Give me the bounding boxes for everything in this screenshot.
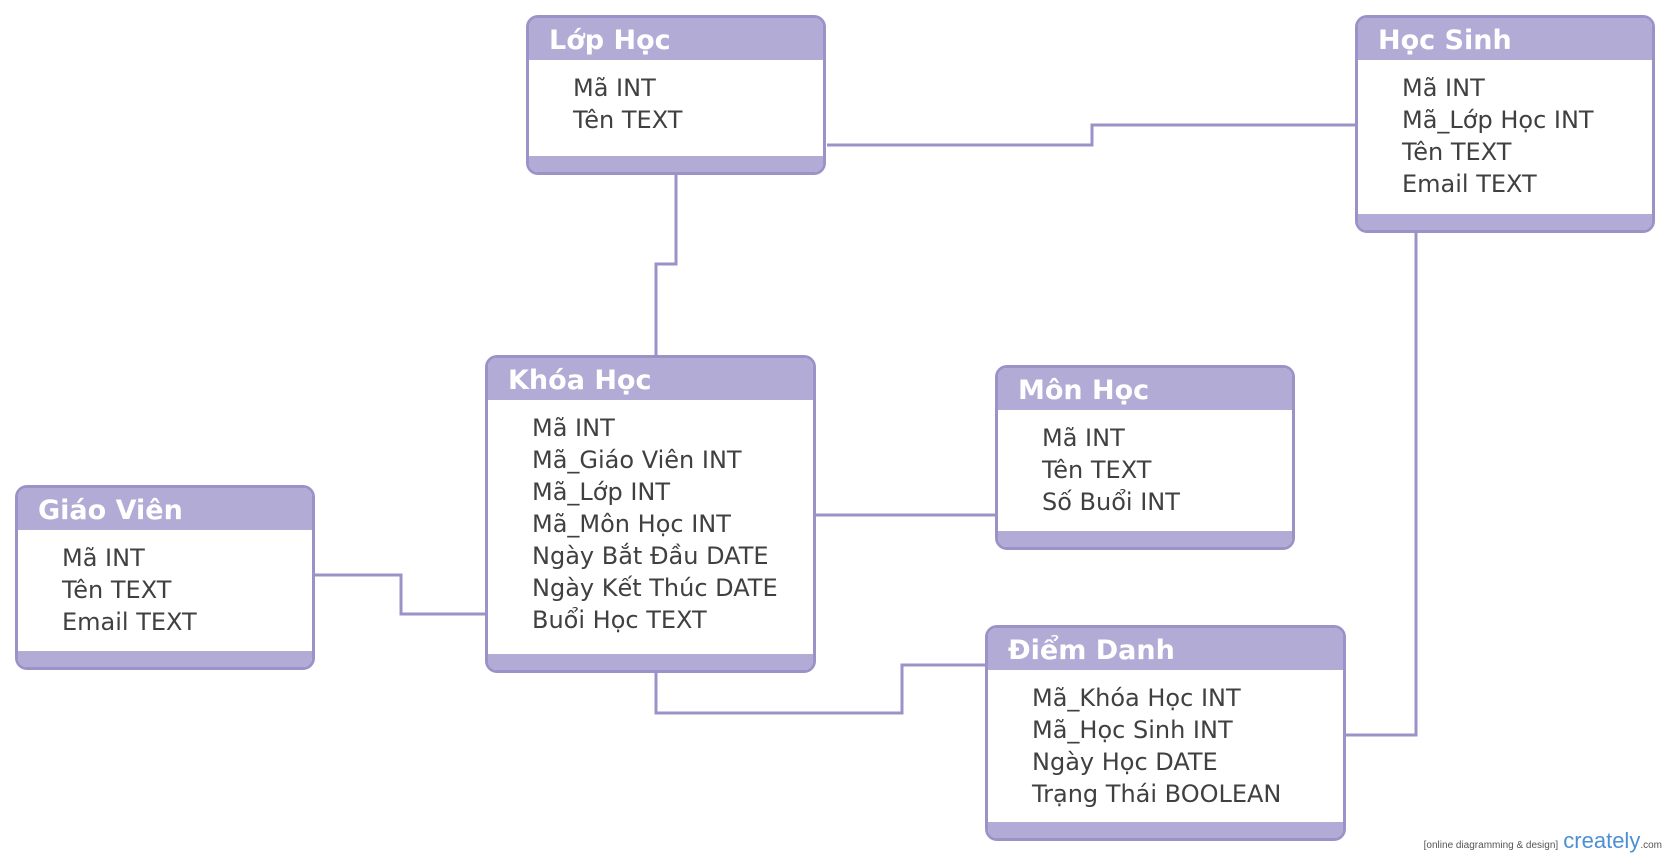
entity-mon-hoc[interactable]: Môn Học Mã INT Tên TEXT Số Buổi INT (995, 365, 1295, 550)
watermark-tagline: [online diagramming & design] (1423, 840, 1559, 851)
entity-diem-danh[interactable]: Điểm Danh Mã_Khóa Học INT Mã_Học Sinh INT… (985, 625, 1346, 841)
entity-title: Môn Học (998, 368, 1292, 410)
entity-fields: Mã INT Tên TEXT (529, 60, 823, 136)
entity-field: Mã INT (1042, 424, 1125, 452)
entity-field: Tên TEXT (1042, 456, 1152, 484)
entity-field: Mã_Khóa Học INT (1032, 684, 1241, 712)
entity-field: Ngày Học DATE (1032, 748, 1218, 776)
entity-field: Mã INT (1402, 74, 1485, 102)
entity-field: Mã_Học Sinh INT (1032, 716, 1233, 744)
entity-field: Mã INT (532, 414, 615, 442)
entity-hoc-sinh[interactable]: Học Sinh Mã INT Mã_Lớp Học INT Tên TEXT Ema… (1355, 15, 1655, 233)
entity-field: Tên TEXT (1402, 138, 1512, 166)
watermark-suffix: .com (1640, 840, 1662, 851)
entity-footer (988, 822, 1343, 838)
entity-field: Email TEXT (62, 608, 197, 636)
entity-title: Học Sinh (1358, 18, 1652, 60)
entity-title: Giáo Viên (18, 488, 312, 530)
entity-field: Mã_Môn Học INT (532, 510, 731, 538)
entity-field: Mã_Giáo Viên INT (532, 446, 742, 474)
entity-footer (998, 531, 1292, 547)
khoa-hoc-to-diem-danh-line (654, 663, 988, 715)
creately-logo: creately (1563, 828, 1641, 853)
entity-footer (488, 654, 813, 670)
entity-khoa-hoc[interactable]: Khóa Học Mã INT Mã_Giáo Viên INT Mã_Lớp IN… (485, 355, 816, 673)
entity-fields: Mã_Khóa Học INT Mã_Học Sinh INT Ngày Học D… (988, 670, 1343, 810)
entity-footer (18, 651, 312, 667)
entity-field: Mã_Lớp INT (532, 478, 671, 506)
giao-vien-to-khoa-hoc-line (314, 573, 488, 616)
entity-fields: Mã INT Tên TEXT Email TEXT (18, 530, 312, 638)
entity-field: Mã INT (573, 74, 656, 102)
entity-footer (1358, 214, 1652, 230)
entity-field: Tên TEXT (62, 576, 172, 604)
entity-field: Mã_Lớp Học INT (1402, 106, 1594, 134)
hoc-sinh-to-diem-danh-line (1346, 233, 1418, 737)
entity-title: Điểm Danh (988, 628, 1343, 670)
entity-giao-vien[interactable]: Giáo Viên Mã INT Tên TEXT Email TEXT (15, 485, 315, 670)
entity-field: Tên TEXT (573, 106, 683, 134)
entity-field: Mã INT (62, 544, 145, 572)
entity-fields: Mã INT Mã_Lớp Học INT Tên TEXT Email TEXT (1358, 60, 1652, 200)
entity-field: Ngày Bắt Đầu DATE (532, 542, 769, 570)
entity-field: Số Buổi INT (1042, 488, 1180, 516)
creately-watermark: [online diagramming & design] creately.c… (1424, 828, 1662, 854)
entity-footer (529, 156, 823, 172)
lop-hoc-to-hoc-sinh-line (827, 123, 1360, 147)
entity-title: Khóa Học (488, 358, 813, 400)
entity-fields: Mã INT Tên TEXT Số Buổi INT (998, 410, 1292, 518)
entity-field: Buổi Học TEXT (532, 606, 707, 634)
lop-hoc-to-khoa-hoc-line (654, 175, 678, 356)
entity-field: Trạng Thái BOOLEAN (1032, 780, 1282, 808)
entity-fields: Mã INT Mã_Giáo Viên INT Mã_Lớp INT Mã_Môn H… (488, 400, 813, 636)
entity-lop-hoc[interactable]: Lớp Học Mã INT Tên TEXT (526, 15, 826, 175)
entity-field: Email TEXT (1402, 170, 1537, 198)
entity-field: Ngày Kết Thúc DATE (532, 574, 778, 602)
entity-title: Lớp Học (529, 18, 823, 60)
